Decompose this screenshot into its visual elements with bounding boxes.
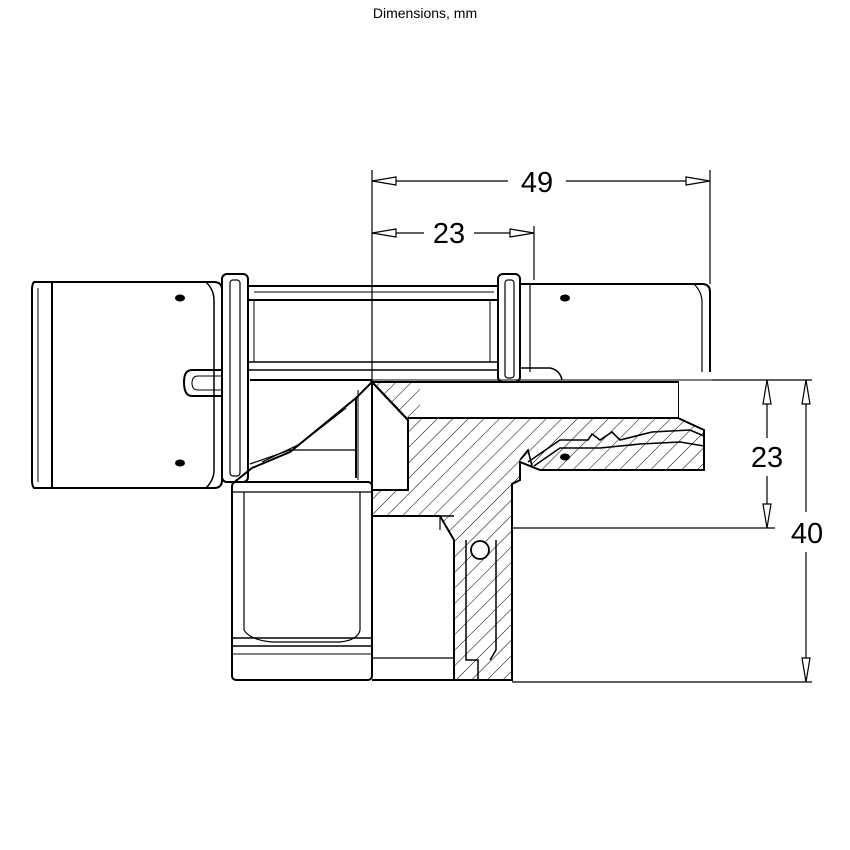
left-press-sleeve	[31, 281, 223, 489]
right-sleeve-hole	[560, 294, 570, 302]
cone-transition	[231, 381, 409, 490]
tee-body-upper	[248, 285, 498, 381]
left-sleeve-hole-bottom	[175, 459, 185, 467]
dimension-socket-depth	[371, 228, 535, 238]
right-socket-insert	[519, 429, 705, 467]
dimension-overall-width	[371, 176, 711, 186]
dimension-overall-height	[801, 379, 811, 683]
dimension-branch-offset	[762, 379, 772, 529]
left-sleeve-hole-top	[175, 294, 185, 302]
dimension-23-horizontal-label: 23	[433, 218, 465, 250]
branch-oring	[470, 540, 490, 560]
dimension-40-label: 40	[791, 518, 823, 550]
right-press-sleeve	[520, 283, 711, 372]
page-title: Dimensions, mm	[372, 5, 478, 21]
dimension-23-vertical-label: 23	[751, 442, 783, 474]
left-collar	[221, 273, 249, 483]
extension-lines	[371, 170, 812, 683]
branch-bore-step	[465, 540, 497, 680]
right-insert-hole	[560, 453, 570, 461]
left-lug	[182, 369, 222, 397]
dimension-49-label: 49	[521, 167, 553, 199]
section-hatched-body	[369, 379, 760, 681]
lower-branch-body	[231, 481, 512, 681]
